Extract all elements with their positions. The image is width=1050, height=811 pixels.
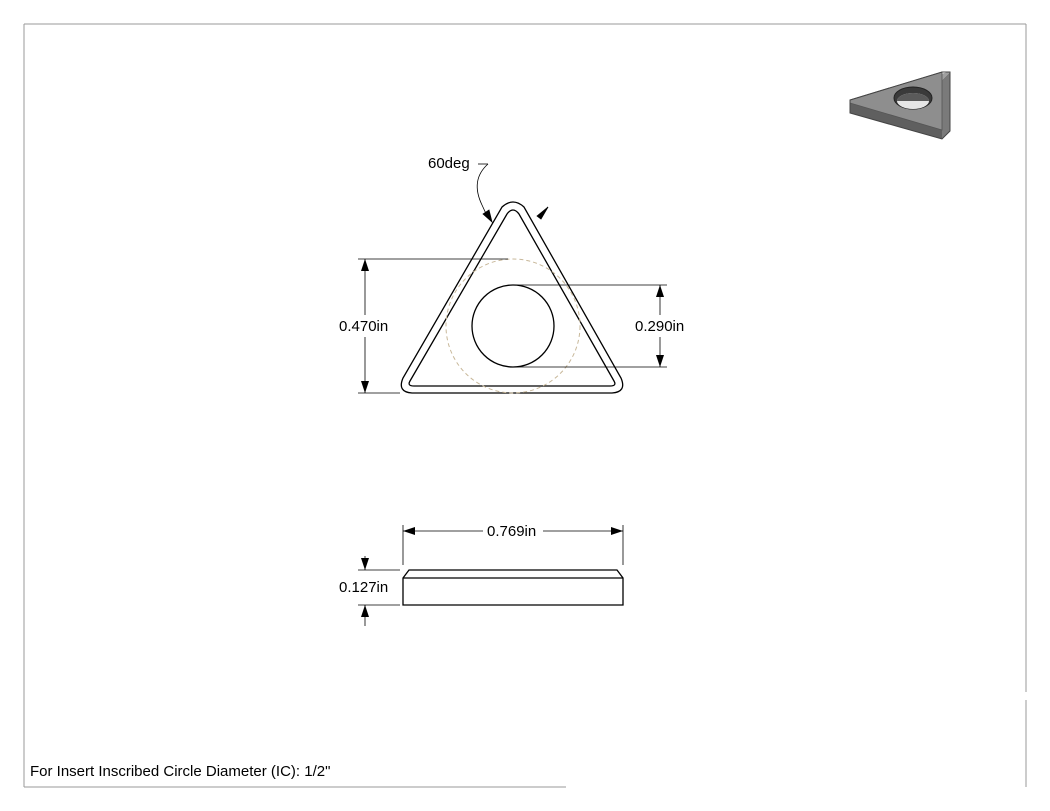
length-dimension: [402, 525, 624, 565]
angle-label: 60deg: [428, 155, 470, 172]
thickness-label: 0.127in: [339, 579, 388, 596]
drawing-note: For Insert Inscribed Circle Diameter (IC…: [30, 763, 330, 780]
angle-dimension: [476, 163, 549, 224]
hole-label: 0.290in: [635, 318, 684, 335]
triangle-inner-outline: [408, 209, 616, 387]
triangle-outer-outline: [400, 201, 624, 394]
height-dimension: [358, 258, 508, 394]
height-label: 0.470in: [339, 318, 388, 335]
triangular-insert-3d-icon: [849, 71, 951, 140]
drawing-frame: [23, 23, 1027, 788]
hole-dimension: [513, 284, 667, 368]
length-label: 0.769in: [487, 523, 536, 540]
thickness-dimension: [358, 556, 400, 626]
top-view: [400, 201, 624, 394]
side-view: [402, 569, 624, 606]
center-hole: [471, 284, 555, 368]
inscribed-circle-hidden: [445, 258, 581, 394]
